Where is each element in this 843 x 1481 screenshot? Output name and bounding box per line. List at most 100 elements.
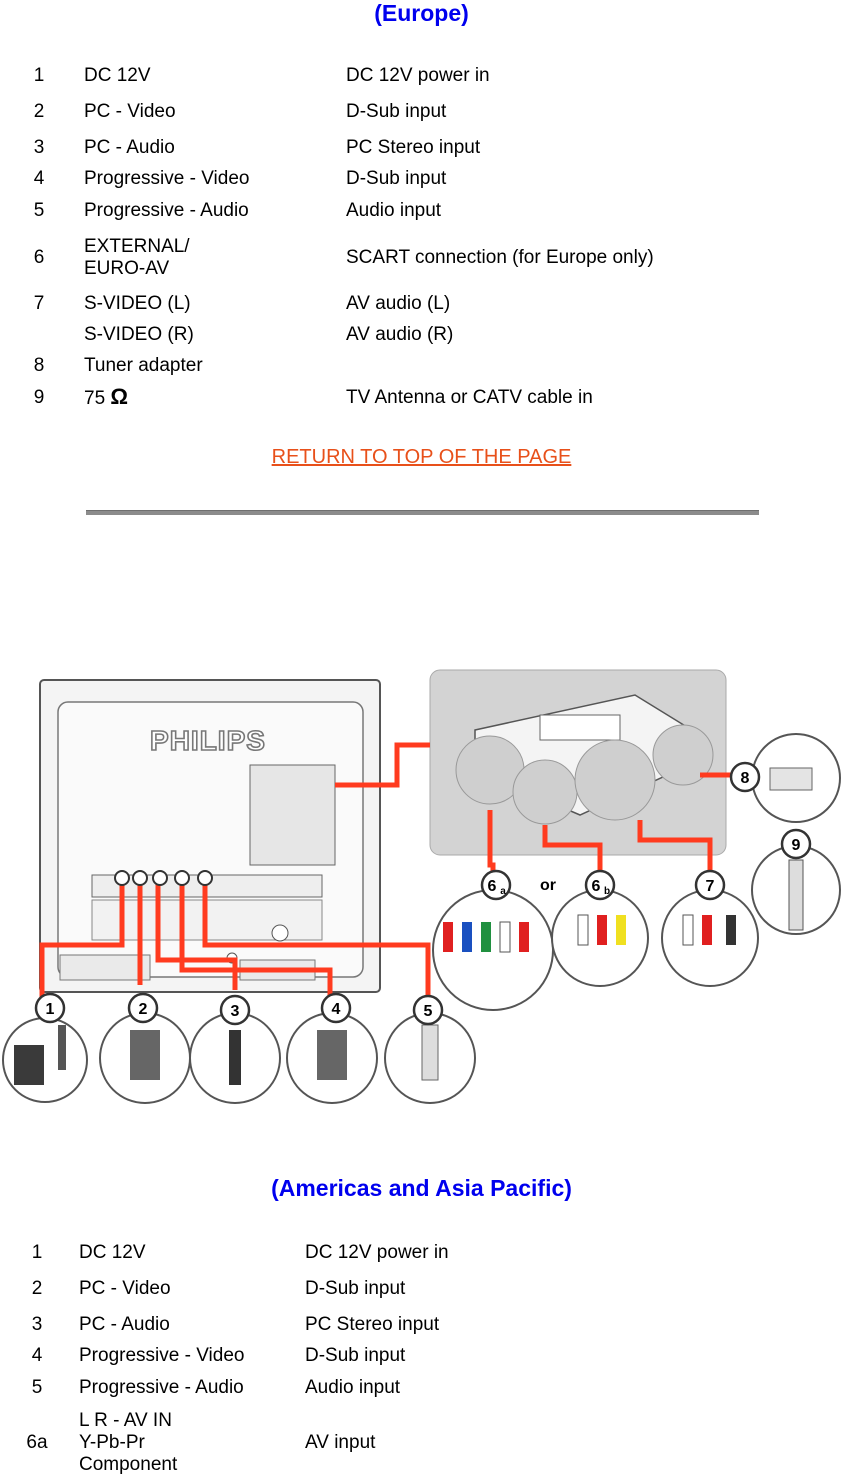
connector-name-text: 75 xyxy=(84,387,106,409)
row-number: 5 xyxy=(33,200,45,221)
connector-name: EXTERNAL/EURO-AV xyxy=(58,228,346,288)
horizontal-rule xyxy=(86,510,759,515)
table-row: 5 Progressive - Audio Audio input xyxy=(20,194,700,228)
row-number: 7 xyxy=(33,292,45,314)
callout-9: 9 xyxy=(780,828,812,860)
europe-heading: (Europe) xyxy=(374,0,469,26)
connection-diagram: PHILIPS xyxy=(2,669,841,1104)
dsub-plug-icon xyxy=(130,1030,160,1080)
callout-5: 5 xyxy=(412,994,444,1026)
connector-name-line: Y-Pb-Pr xyxy=(79,1432,145,1453)
row-number: 4 xyxy=(31,1344,43,1366)
callout-2: 2 xyxy=(127,992,159,1024)
row-number xyxy=(20,319,58,350)
svg-text:1: 1 xyxy=(46,1001,55,1018)
connector-description: TV Antenna or CATV cable in xyxy=(346,386,593,408)
svg-text:5: 5 xyxy=(424,1003,433,1020)
svg-text:b: b xyxy=(604,886,610,897)
table-row: 7 S-VIDEO (L) AV audio (L) xyxy=(20,288,700,319)
monitor-back: PHILIPS xyxy=(39,679,381,993)
connector-description: AV audio (R) xyxy=(346,323,454,345)
connector-name: 75 Ω xyxy=(58,381,346,414)
connector-description: D-Sub input xyxy=(346,167,447,189)
table-row: 1 DC 12V DC 12V power in xyxy=(20,1237,700,1269)
connector-description: AV audio (L) xyxy=(346,292,451,314)
antenna-cable-icon xyxy=(788,859,804,931)
table-row: 4 Progressive - Video D-Sub input xyxy=(20,163,700,194)
connector-name-line: EURO-AV xyxy=(84,258,170,279)
connector-name: Progressive - Video xyxy=(84,167,250,189)
callout-7: 7 xyxy=(694,869,726,901)
connector-description: D-Sub input xyxy=(346,101,447,122)
return-to-top-link[interactable]: RETURN TO TOP OF THE PAGE xyxy=(271,446,572,468)
tuner-adapter-icon xyxy=(769,767,813,791)
rear-ports xyxy=(114,870,213,886)
connector-name-line: Component xyxy=(79,1454,178,1475)
connector-description: DC 12V power in xyxy=(305,1242,449,1263)
row-number: 4 xyxy=(33,167,45,189)
connector-name: Tuner adapter xyxy=(84,354,203,376)
row-number: 9 xyxy=(33,386,45,408)
row-number: 1 xyxy=(31,1242,43,1263)
connector-description: PC Stereo input xyxy=(346,136,481,158)
connector-circles-right xyxy=(432,733,841,1011)
svg-text:2: 2 xyxy=(139,1001,148,1018)
row-number: 5 xyxy=(31,1377,43,1398)
connector-description: Audio input xyxy=(346,200,442,221)
americas-heading: (Americas and Asia Pacific) xyxy=(271,1175,572,1201)
connector-name: DC 12V xyxy=(79,1242,146,1263)
connector-description: D-Sub input xyxy=(305,1344,406,1366)
philips-logo: PHILIPS xyxy=(150,725,266,756)
connector-circles-bottom xyxy=(2,1012,476,1104)
ohm-symbol: Ω xyxy=(110,383,129,409)
svg-text:6: 6 xyxy=(488,878,497,895)
row-number: 8 xyxy=(33,354,45,376)
callout-3: 3 xyxy=(219,994,251,1026)
dsub-plug-icon xyxy=(317,1030,347,1080)
connector-name-line: L R - AV IN xyxy=(79,1410,172,1431)
table-row: 3 PC - Audio PC Stereo input xyxy=(20,132,700,163)
connector-name: Progressive - Audio xyxy=(84,200,249,221)
power-adapter-icon xyxy=(14,1045,44,1085)
connector-name: S-VIDEO (R) xyxy=(84,323,194,345)
table-row: 8 Tuner adapter xyxy=(20,350,700,381)
row-number: 1 xyxy=(33,65,45,86)
connector-name-line: EXTERNAL/ xyxy=(84,236,190,257)
svg-text:9: 9 xyxy=(792,837,801,854)
row-number: 2 xyxy=(31,1278,43,1299)
rca-plug-icon xyxy=(421,1024,439,1081)
connector-description xyxy=(346,350,700,381)
row-number: 3 xyxy=(33,136,45,158)
connector-description: D-Sub input xyxy=(305,1278,406,1299)
connector-description: AV input xyxy=(305,1432,376,1453)
callout-8: 8 xyxy=(729,761,761,793)
connector-description: PC Stereo input xyxy=(305,1313,440,1335)
connector-description: Audio input xyxy=(305,1377,401,1398)
row-number: 6 xyxy=(33,247,45,268)
svg-text:a: a xyxy=(500,886,506,897)
connector-name: PC - Audio xyxy=(84,136,175,158)
callout-4: 4 xyxy=(320,992,352,1024)
connector-name: S-VIDEO (L) xyxy=(84,292,191,314)
callout-1: 1 xyxy=(34,992,66,1024)
svg-text:8: 8 xyxy=(741,770,750,787)
connector-name: DC 12V xyxy=(84,65,151,86)
row-number: 3 xyxy=(31,1313,43,1335)
row-number: 2 xyxy=(33,101,45,122)
connector-description: DC 12V power in xyxy=(346,65,490,86)
svg-text:3: 3 xyxy=(231,1003,240,1020)
